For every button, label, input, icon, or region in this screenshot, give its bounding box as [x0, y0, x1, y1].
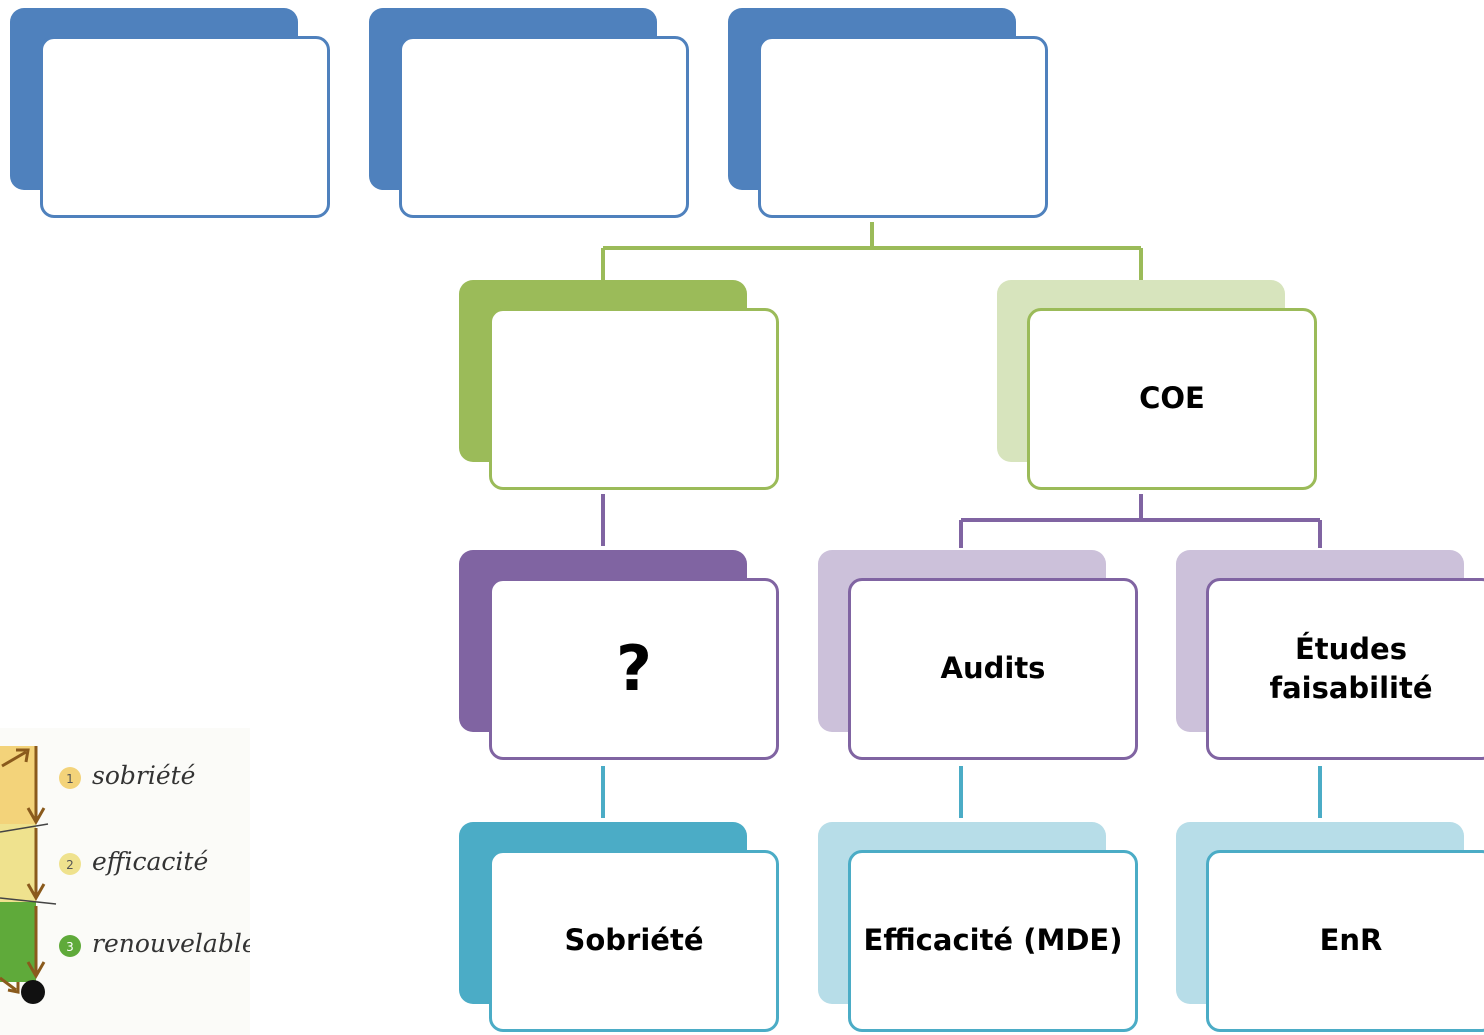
box-label: Audits: [940, 651, 1046, 686]
divider-line: [0, 897, 57, 905]
box-face: ?: [489, 578, 779, 760]
box-face: Audits: [848, 578, 1138, 760]
legend-marker-2: [59, 853, 81, 875]
negawatt-legend: 1 2 3 sobriété efficacité renouvelables: [0, 728, 250, 1035]
divider-line: [0, 823, 49, 833]
band-renouvelables: [0, 902, 36, 982]
connector-top-to-level2: [601, 222, 1143, 280]
legend-arrows: [0, 746, 46, 994]
box-label: Sobriété: [564, 923, 704, 958]
legend-number-2: 2: [66, 858, 74, 872]
box-face: Efficacité (MDE): [848, 850, 1138, 1032]
box-face: [489, 308, 779, 490]
legend-label-renouvelables: renouvelables: [92, 929, 250, 958]
legend-label-efficacite: efficacité: [92, 847, 208, 876]
box-label: Efficacité (MDE): [863, 923, 1123, 958]
legend-label-sobriete: sobriété: [92, 761, 196, 790]
legend-base-dot: [21, 980, 45, 1004]
legend-number-1: 1: [66, 772, 74, 786]
box-face: Études faisabilité: [1206, 578, 1484, 760]
box-label: Études faisabilité: [1269, 631, 1433, 705]
box-face: [758, 36, 1048, 218]
box-label: ?: [616, 632, 652, 706]
box-face: [40, 36, 330, 218]
box-face: [399, 36, 689, 218]
box-face: COE: [1027, 308, 1317, 490]
legend-marker-3: [59, 935, 81, 957]
connector-coe-to-level3: [959, 494, 1322, 548]
legend-number-3: 3: [66, 940, 74, 954]
box-label: COE: [1139, 381, 1205, 416]
legend-marker-1: [59, 767, 81, 789]
box-face: Sobriété: [489, 850, 779, 1032]
box-face: EnR: [1206, 850, 1484, 1032]
box-label: EnR: [1319, 923, 1383, 958]
